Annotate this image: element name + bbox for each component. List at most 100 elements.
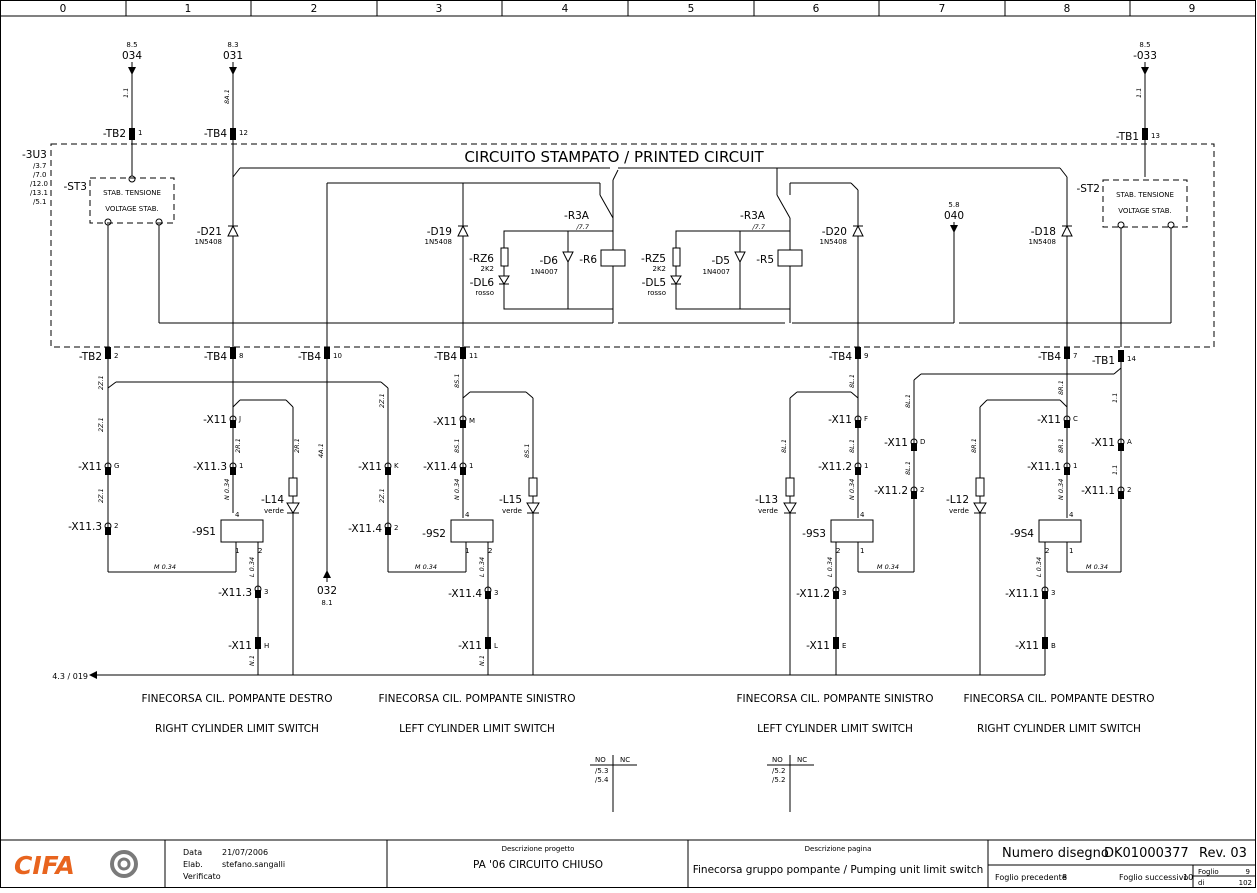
terminal-tb4-7: -TB4 7 [1038,347,1077,363]
svg-text:2Z.1: 2Z.1 [378,393,386,408]
svg-text:Data: Data [183,848,202,857]
column-6: 6 [813,3,820,15]
section-left-cylinder-1: -X11 K -X11.4 2 M 0.34 2Z.1 2Z.1 -L15 ve… [348,359,540,675]
svg-text:8S.1: 8S.1 [453,439,461,453]
svg-text:-TB4: -TB4 [298,351,321,363]
svg-text:/12.0: /12.0 [30,180,48,188]
svg-text:F: F [864,415,868,423]
svg-text:Foglio: Foglio [1198,868,1219,876]
svg-text:8L.1: 8L.1 [848,374,856,388]
svg-text:/5.4: /5.4 [595,776,609,784]
svg-text:8.1: 8.1 [321,599,332,607]
svg-text:Numero disegno: Numero disegno [1002,846,1109,861]
svg-text:N 0.34: N 0.34 [223,479,231,500]
svg-text:10: 10 [1183,873,1193,882]
svg-text:8S.1: 8S.1 [523,444,531,458]
svg-text:L 0.34: L 0.34 [478,557,486,577]
svg-text:8S.1: 8S.1 [453,374,461,388]
column-9: 9 [1189,3,1196,15]
svg-text:-TB4: -TB4 [204,128,227,140]
svg-text:/13.1: /13.1 [30,189,48,197]
column-2: 2 [311,3,318,15]
svg-text:-033: -033 [1133,50,1157,62]
board-title: CIRCUITO STAMPATO / PRINTED CIRCUIT [464,148,764,166]
terminal-tb1-13: -TB1 13 [1116,128,1160,143]
relay-coil-r5: -R5 [756,249,803,323]
terminal-tb4-12: -TB4 12 [204,128,248,140]
section-3-title-it: FINECORSA CIL. POMPANTE SINISTRO [737,693,934,705]
svg-text:2: 2 [1127,486,1131,494]
svg-text:D: D [920,438,925,446]
svg-text:2Z.1: 2Z.1 [97,417,105,432]
svg-text:-X11: -X11 [806,640,830,652]
svg-text:NC: NC [620,756,630,764]
column-8: 8 [1064,3,1071,15]
svg-text:NO: NO [595,756,606,764]
svg-text:8L.1: 8L.1 [848,439,856,453]
arrow-in-040: 5.8 040 [944,201,964,323]
svg-text:N 0.34: N 0.34 [1057,479,1065,500]
svg-text:1N5408: 1N5408 [819,238,847,246]
svg-text:B: B [1051,642,1056,650]
svg-text:-R6: -R6 [579,254,597,266]
svg-text:1.1: 1.1 [1111,393,1119,403]
svg-text:1: 1 [138,129,142,137]
svg-text:-L15: -L15 [499,494,522,506]
svg-text:1: 1 [469,462,473,470]
svg-text:1: 1 [860,547,864,555]
svg-text:G: G [114,462,119,470]
svg-text:Descrizione pagina: Descrizione pagina [805,845,872,853]
svg-text:N 0.34: N 0.34 [453,479,461,500]
svg-text:-TB1: -TB1 [1116,131,1139,143]
column-5: 5 [688,3,695,15]
svg-text:-TB2: -TB2 [79,351,102,363]
column-4: 4 [562,3,569,15]
column-3: 3 [436,3,443,15]
svg-text:2: 2 [394,524,398,532]
terminal-tb4-11: -TB4 11 [434,347,478,363]
svg-text:-L14: -L14 [261,494,284,506]
svg-text:4: 4 [235,511,240,519]
svg-text:verde: verde [758,507,778,515]
svg-text:2R.1: 2R.1 [293,438,301,453]
svg-text:102: 102 [1239,879,1252,887]
svg-text:/5.2: /5.2 [772,767,786,775]
printed-circuit-boundary [50,143,1215,348]
svg-text:8: 8 [1062,873,1067,882]
svg-text:4: 4 [860,511,865,519]
svg-text:-L12: -L12 [946,494,969,506]
svg-text:-X11.3: -X11.3 [68,521,102,533]
arrow-in-033: 8.5 -033 [1133,41,1157,128]
section-4-title-en: RIGHT CYLINDER LIMIT SWITCH [977,723,1141,735]
svg-text:21/07/2006: 21/07/2006 [222,848,268,857]
svg-text:Foglio precedente: Foglio precedente [995,873,1067,882]
svg-text:-D18: -D18 [1031,226,1056,238]
svg-text:-X11: -X11 [228,640,252,652]
svg-text:M 0.34: M 0.34 [415,563,437,571]
svg-text:5.8: 5.8 [948,201,959,209]
diode-d19: -D19 1N5408 [424,224,469,246]
svg-text:-X11.1: -X11.1 [1027,461,1061,473]
svg-text:PA '06 CIRCUITO CHIUSO: PA '06 CIRCUITO CHIUSO [473,859,603,871]
column-1: 1 [185,3,192,15]
svg-text:1: 1 [239,462,243,470]
svg-text:/7.7: /7.7 [575,223,589,231]
section-4-title-it: FINECORSA CIL. POMPANTE DESTRO [964,693,1155,705]
svg-text:-X11.2: -X11.2 [818,461,852,473]
svg-text:13: 13 [1151,132,1160,140]
svg-text:-X11.4: -X11.4 [348,523,382,535]
led-circuit-left: -RZ6 2K2 -DL6 rosso -D6 1N4007 [469,230,613,310]
svg-text:2: 2 [114,352,118,360]
svg-text:2Z.1: 2Z.1 [97,488,105,503]
diode-d18: -D18 1N5408 [1028,224,1073,246]
svg-text:L 0.34: L 0.34 [1035,557,1043,577]
svg-text:8R.1: 8R.1 [1057,438,1065,453]
arrow-in-034: 8.5 034 [122,41,142,128]
svg-text:-R5: -R5 [756,254,774,266]
section-2-title-en: LEFT CYLINDER LIMIT SWITCH [399,723,555,735]
board-id: -3U3 [22,149,47,161]
svg-text:1.1: 1.1 [122,88,130,98]
svg-text:CIFA: CIFA [14,851,75,880]
svg-text:N 0.34: N 0.34 [848,479,856,500]
svg-text:verde: verde [949,507,969,515]
